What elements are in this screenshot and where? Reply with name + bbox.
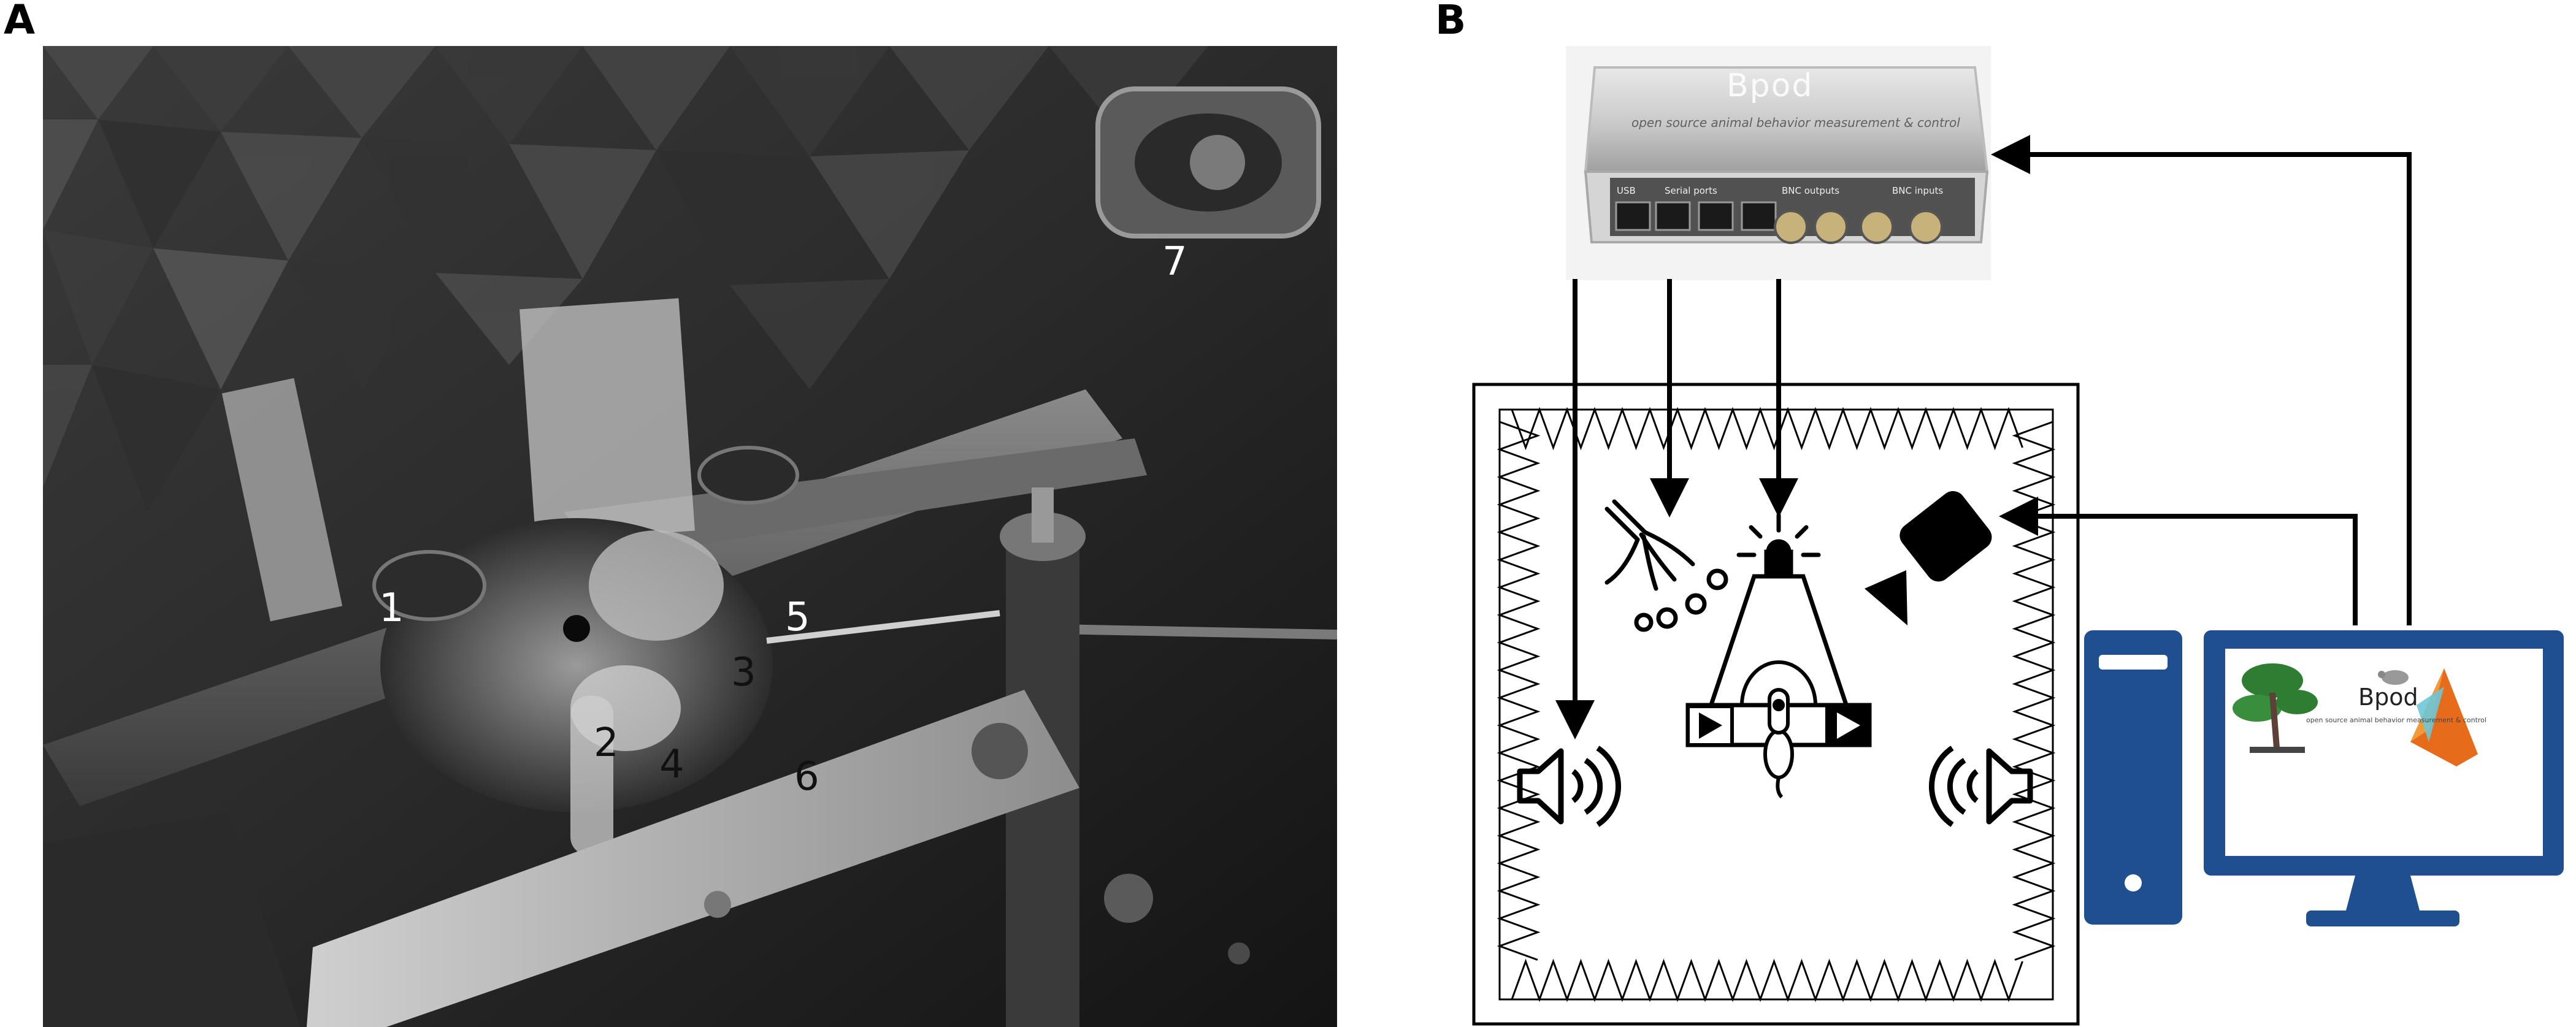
photo-number-3: 3 — [731, 650, 756, 695]
camera-icon — [1865, 491, 1992, 625]
photo-number-7: 7 — [1162, 239, 1187, 284]
panel-label-a: A — [4, 0, 36, 44]
bpod-device — [1566, 46, 1991, 280]
computer-tower — [2084, 630, 2182, 925]
lick-port-right — [1825, 706, 1869, 745]
setup-photograph: 1 2 3 4 5 6 7 — [43, 46, 1337, 1027]
computer-arrows — [1991, 135, 2412, 625]
bpod-device-title: Bpod — [1727, 67, 1814, 104]
bpod-port-serial: Serial ports — [1665, 185, 1717, 196]
speaker-right-icon — [1929, 746, 2033, 827]
monitor-bpod-subtitle: open source animal behavior measurement … — [2306, 716, 2486, 724]
photo-illustration — [43, 46, 1337, 1027]
photo-number-6: 6 — [794, 754, 819, 800]
photo-number-5: 5 — [785, 595, 810, 640]
bpod-device-subtitle: open source animal behavior measurement … — [1631, 115, 1960, 130]
air-puff-icon — [1604, 499, 1728, 632]
bpod-port-usb: USB — [1617, 185, 1636, 196]
panel-label-b: B — [1435, 0, 1466, 44]
monitor-bpod-logo: Bpod — [2358, 684, 2418, 711]
mouse-icon — [1763, 688, 1794, 799]
photo-number-4: 4 — [659, 742, 684, 787]
bpod-output-arrows — [1555, 279, 1798, 739]
photo-number-2: 2 — [594, 720, 619, 766]
mouse-logo-icon — [2378, 670, 2409, 685]
bpod-port-bnc-outputs: BNC outputs — [1782, 185, 1840, 196]
photo-number-1: 1 — [379, 586, 404, 631]
tree-logo-icon — [2233, 663, 2318, 753]
matlab-logo-icon — [2410, 668, 2478, 766]
lick-port-left — [1686, 704, 1734, 747]
bpod-port-bnc-inputs: BNC inputs — [1892, 185, 1944, 196]
alarm-light-icon — [1736, 513, 1821, 579]
speaker-left-icon — [1517, 746, 1621, 827]
